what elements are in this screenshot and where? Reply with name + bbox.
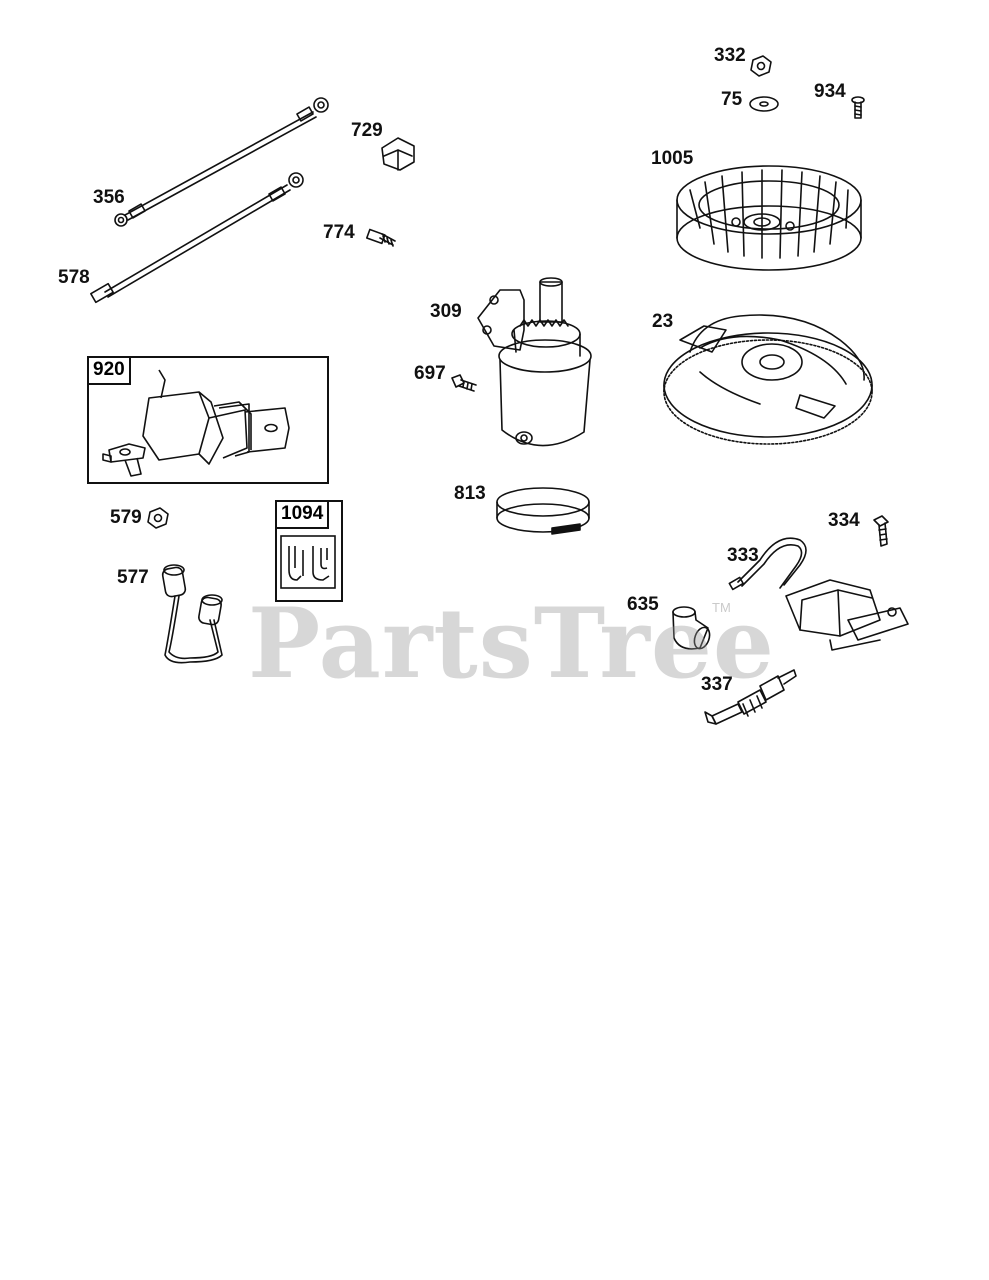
part-label-635[interactable]: 635 (627, 594, 659, 615)
spark-plug-boot-635[interactable] (672, 606, 712, 651)
starter-motor-309[interactable] (477, 277, 592, 447)
part-label-309[interactable]: 309 (430, 301, 462, 322)
part-label-1005[interactable]: 1005 (651, 148, 694, 169)
part-label-579[interactable]: 579 (110, 507, 142, 528)
flywheel-23[interactable] (663, 314, 873, 445)
ignition-coil-333[interactable] (728, 537, 909, 651)
part-label-813[interactable]: 813 (454, 483, 486, 504)
part-label-337[interactable]: 337 (701, 674, 733, 695)
part-label-23[interactable]: 23 (652, 311, 674, 332)
screw-697[interactable] (451, 374, 477, 392)
part-label-774[interactable]: 774 (323, 222, 355, 243)
washer-75[interactable] (749, 96, 779, 112)
wire-578[interactable] (90, 172, 304, 304)
part-label-578[interactable]: 578 (58, 267, 90, 288)
band-clamp-813[interactable] (496, 487, 590, 535)
fan-1005[interactable] (676, 165, 862, 271)
spark-plug-wire-577[interactable] (161, 564, 223, 664)
part-label-729[interactable]: 729 (351, 120, 383, 141)
nut-579[interactable] (147, 507, 169, 529)
part-label-920[interactable]: 920 (87, 356, 131, 385)
solenoid-icon (102, 369, 290, 477)
part-label-334[interactable]: 334 (828, 510, 860, 531)
part-label-577[interactable]: 577 (117, 567, 149, 588)
part-label-333[interactable]: 333 (727, 545, 759, 566)
screw-334[interactable] (873, 515, 889, 547)
clip-729[interactable] (381, 137, 415, 171)
spark-plug-337[interactable] (704, 669, 797, 725)
part-label-356[interactable]: 356 (93, 187, 125, 208)
kit-box-920: 920 (87, 356, 329, 484)
part-label-697[interactable]: 697 (414, 363, 446, 384)
screw-774[interactable] (365, 228, 396, 247)
bracket-kit-icon (280, 535, 336, 589)
part-label-1094[interactable]: 1094 (275, 500, 330, 529)
part-label-332[interactable]: 332 (714, 45, 746, 66)
watermark-trademark: TM (712, 600, 731, 615)
screw-934[interactable] (851, 96, 865, 119)
kit-box-1094: 1094 (275, 500, 343, 602)
ground-wire-356[interactable] (114, 97, 329, 227)
part-label-75[interactable]: 75 (721, 89, 743, 110)
part-label-934[interactable]: 934 (814, 81, 846, 102)
watermark-brand: PartsTree (248, 587, 775, 700)
nut-332[interactable] (750, 55, 772, 77)
